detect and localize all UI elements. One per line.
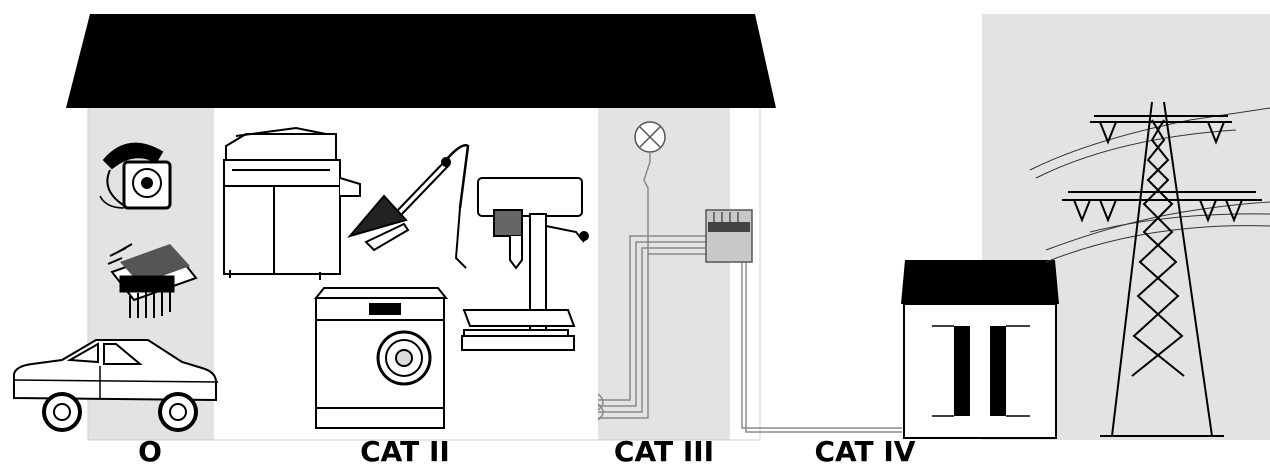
category-iii-label: CAT III xyxy=(596,436,732,468)
desk-lamp-icon xyxy=(350,145,468,268)
substation-roof xyxy=(901,260,1059,304)
substation-transformer-icon xyxy=(901,260,1059,438)
category-iv-label: CAT IV xyxy=(798,436,932,468)
house-roof xyxy=(66,14,776,108)
category-o-label: O xyxy=(120,436,180,468)
drill-press-icon xyxy=(462,178,588,350)
zone-iii-shade xyxy=(598,108,730,440)
distribution-panel-icon xyxy=(706,210,752,262)
photocopier-icon xyxy=(224,128,360,280)
category-ii-label: CAT II xyxy=(340,436,470,468)
light-bulb-icon xyxy=(635,122,665,152)
washing-machine-icon xyxy=(316,288,446,428)
